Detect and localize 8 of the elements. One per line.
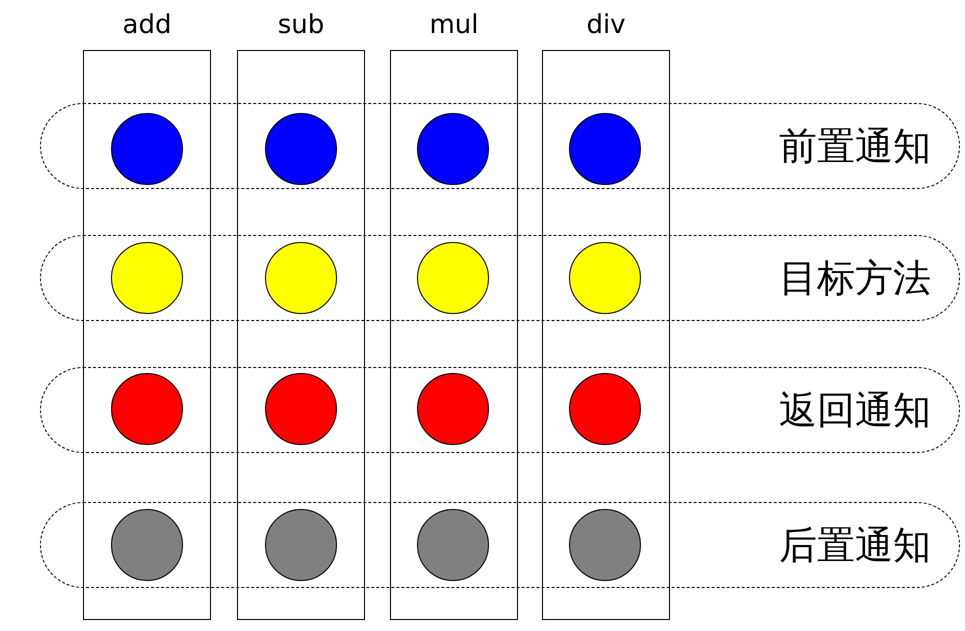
column-label: div [585, 9, 627, 42]
row-label: 返回通知 [779, 388, 931, 432]
column-label: add [122, 9, 172, 42]
row-label: 前置通知 [779, 124, 931, 168]
row-label: 目标方法 [779, 256, 931, 300]
row-label: 后置通知 [779, 523, 931, 567]
column-label: mul [428, 9, 480, 42]
column-label: sub [276, 9, 326, 42]
